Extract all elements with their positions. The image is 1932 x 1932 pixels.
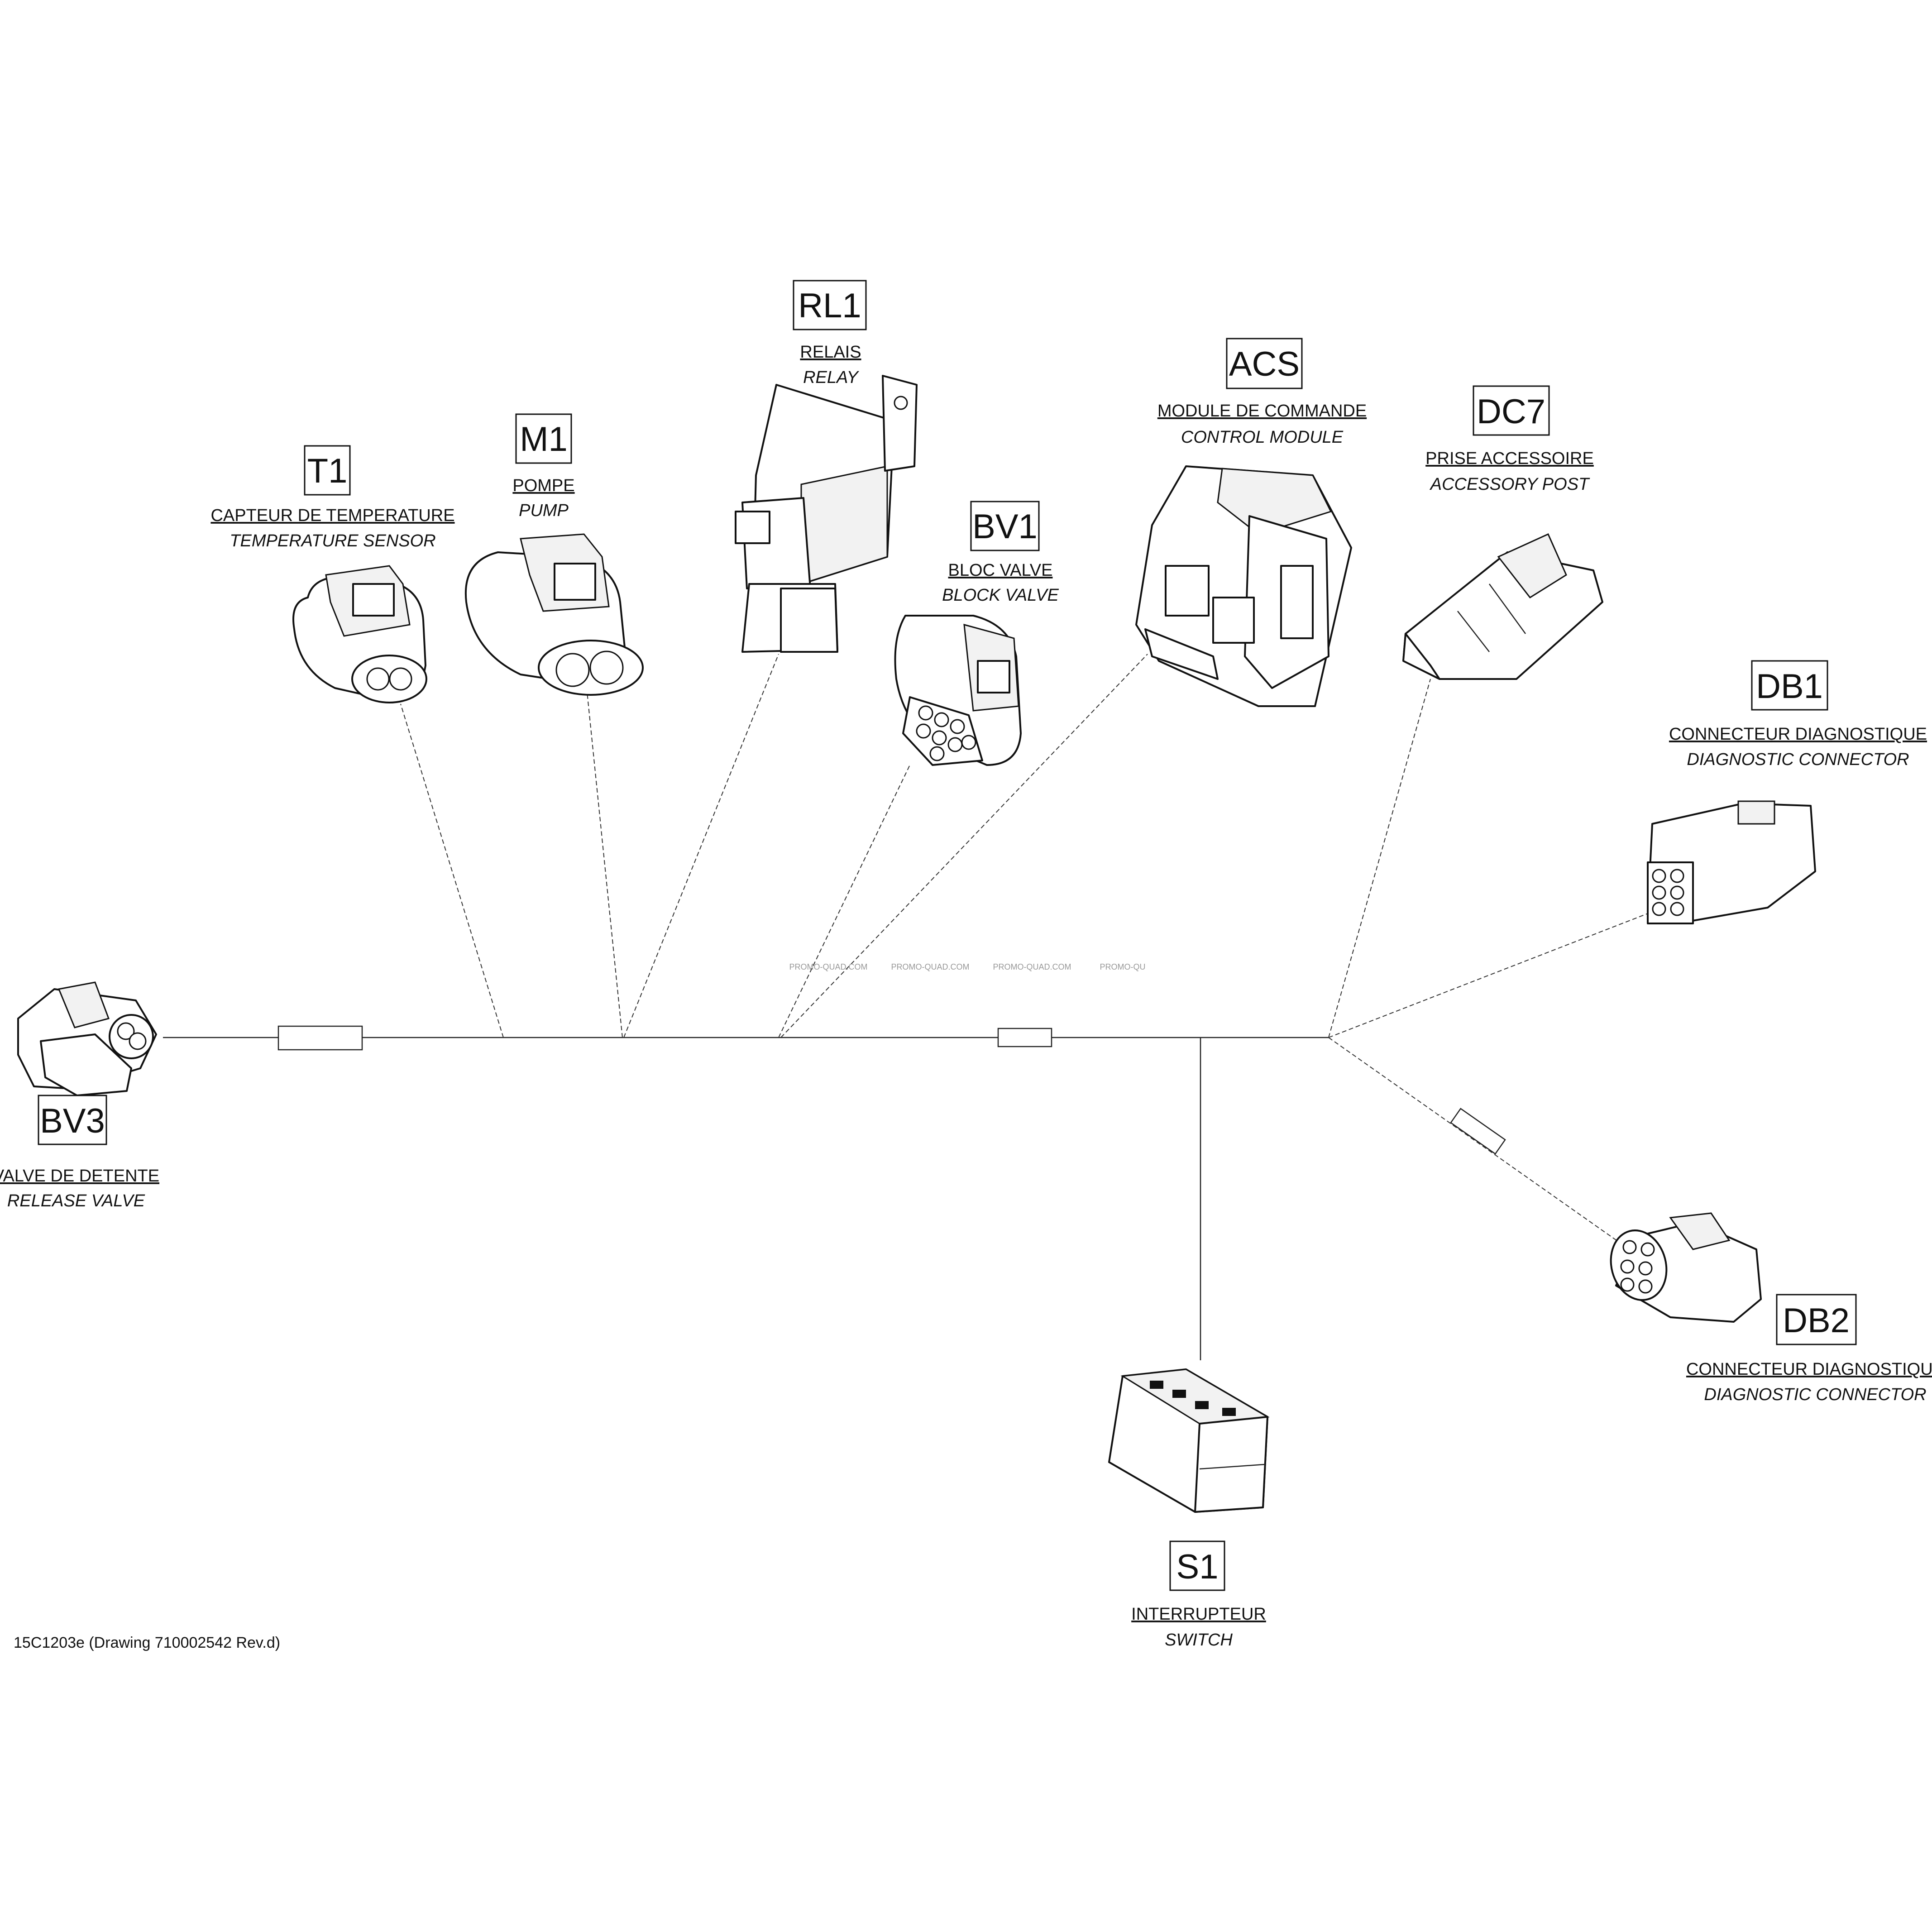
label-en-acs: CONTROL MODULE: [1181, 428, 1344, 447]
label-en-db1: DIAGNOSTIC CONNECTOR: [1687, 750, 1909, 769]
lead-db1: [1328, 912, 1652, 1038]
label-box-dc7: [1473, 385, 1550, 436]
connector-db1-drawing: [1647, 800, 1816, 924]
label-box-db1: [1751, 660, 1828, 711]
label-en-db2: DIAGNOSTIC CONNECTOR: [1704, 1385, 1926, 1404]
connector-db2-drawing: [1610, 1212, 1762, 1323]
lead-m1: [586, 683, 623, 1038]
watermark-text-2: PROMO-QUAD.COM: [891, 962, 970, 971]
label-en-bv3: RELEASE VALVE: [7, 1191, 145, 1210]
component-label-dc7: DC7 PRISE ACCESSOIRE ACCESSORY POST: [1425, 385, 1594, 494]
drawing-reference-footer: 15C1203e (Drawing 710002542 Rev.d): [14, 1634, 280, 1651]
lead-dc7: [1328, 679, 1431, 1038]
label-box-db2: [1776, 1294, 1857, 1345]
label-box-t1: [304, 445, 351, 496]
harness-wires: [163, 654, 1652, 1360]
component-label-db2: DB2 CONNECTEUR DIAGNOSTIQUE DIAGNOSTIC C…: [1686, 1294, 1932, 1404]
label-code-t1: T1: [307, 452, 348, 490]
label-fr-t1: CAPTEUR DE TEMPERATURE: [210, 506, 454, 525]
label-en-rl1: RELAY: [803, 368, 859, 387]
connector-acs-drawing: [1135, 465, 1352, 707]
component-label-t1: T1 CAPTEUR DE TEMPERATURE TEMPERATURE SE…: [210, 445, 455, 550]
label-en-m1: PUMP: [519, 501, 569, 520]
label-fr-acs: MODULE DE COMMANDE: [1157, 402, 1367, 421]
lead-db2: [1328, 1037, 1620, 1243]
label-code-bv1: BV1: [972, 507, 1038, 546]
component-label-acs: ACS MODULE DE COMMANDE CONTROL MODULE: [1157, 338, 1367, 447]
connector-dc7-drawing: [1402, 533, 1603, 680]
wire-sleeve-left: [277, 1025, 363, 1051]
label-fr-bv3: VALVE DE DETENTE: [0, 1167, 159, 1186]
label-en-s1: SWITCH: [1165, 1631, 1233, 1650]
watermark-text-1: PROMO-QUAD.COM: [789, 962, 868, 971]
connector-bv1-drawing: [894, 615, 1022, 766]
lead-acs: [780, 654, 1148, 1038]
connector-bv3-drawing: [17, 981, 157, 1096]
lead-bv1: [778, 765, 910, 1038]
lead-rl1: [623, 654, 779, 1038]
component-label-db1: DB1 CONNECTEUR DIAGNOSTIQUE DIAGNOSTIC C…: [1669, 660, 1927, 769]
watermark-text-3: PROMO-QUAD.COM: [993, 962, 1071, 971]
label-fr-m1: POMPE: [512, 476, 574, 495]
label-code-s1: S1: [1176, 1548, 1219, 1586]
label-fr-bv1: BLOC VALVE: [948, 561, 1053, 580]
label-fr-s1: INTERRUPTEUR: [1131, 1605, 1266, 1624]
label-box-acs: [1226, 338, 1303, 389]
label-box-m1: [515, 413, 572, 464]
label-code-bv3: BV3: [40, 1102, 105, 1140]
label-box-bv1: [970, 501, 1040, 551]
label-fr-db2: CONNECTEUR DIAGNOSTIQUE: [1686, 1360, 1932, 1379]
label-box-rl1: [793, 280, 867, 330]
connector-s1-drawing: [1108, 1368, 1270, 1513]
label-fr-db1: CONNECTEUR DIAGNOSTIQUE: [1669, 725, 1927, 744]
label-box-s1: [1169, 1540, 1225, 1591]
label-fr-dc7: PRISE ACCESSOIRE: [1425, 449, 1594, 468]
component-label-bv3: BV3 VALVE DE DETENTE RELEASE VALVE: [0, 1095, 159, 1210]
watermark-text-4: PROMO-QU: [1100, 962, 1146, 971]
connector-t1-drawing: [292, 565, 427, 703]
label-code-db1: DB1: [1756, 667, 1823, 706]
label-fr-rl1: RELAIS: [800, 343, 861, 362]
label-code-db2: DB2: [1783, 1301, 1850, 1340]
label-code-rl1: RL1: [798, 287, 861, 325]
label-en-bv1: BLOCK VALVE: [942, 586, 1059, 605]
component-label-bv1: BV1 BLOC VALVE BLOCK VALVE: [942, 501, 1059, 605]
label-code-acs: ACS: [1229, 345, 1300, 383]
connector-rl1-drawing: [735, 375, 918, 653]
label-code-m1: M1: [520, 420, 568, 459]
lead-t1: [400, 703, 504, 1038]
label-en-dc7: ACCESSORY POST: [1430, 475, 1590, 494]
component-label-rl1: RL1 RELAIS RELAY: [793, 280, 867, 387]
label-box-bv3: [38, 1095, 107, 1145]
label-code-dc7: DC7: [1477, 392, 1545, 431]
label-en-t1: TEMPERATURE SENSOR: [230, 531, 435, 550]
component-label-s1: S1 INTERRUPTEUR SWITCH: [1131, 1540, 1266, 1650]
wire-sleeve-center: [997, 1028, 1052, 1047]
component-label-m1: M1 POMPE PUMP: [512, 413, 575, 520]
wire-sleeve-db2: [1450, 1108, 1506, 1155]
connector-m1-drawing: [464, 533, 644, 696]
watermark: PROMO-QUAD.COM PROMO-QUAD.COM PROMO-QUAD…: [789, 962, 1146, 971]
